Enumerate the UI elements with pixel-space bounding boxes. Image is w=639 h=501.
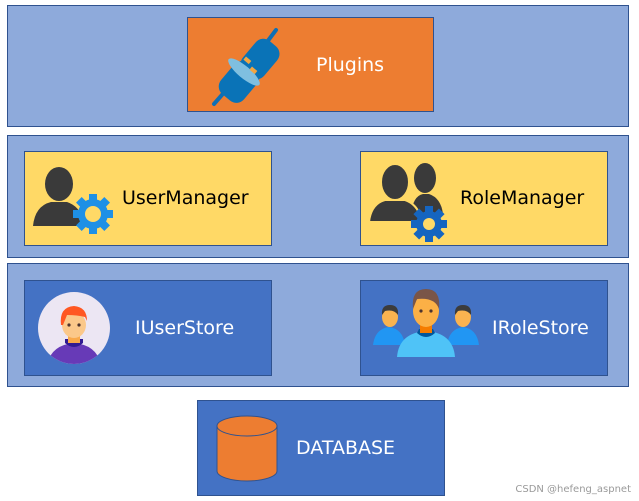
irolestore-label: IRoleStore — [492, 317, 589, 339]
irolestore-box: IRoleStore — [360, 280, 608, 376]
user-gear-icon — [33, 167, 113, 234]
rolemanager-label: RoleManager — [460, 187, 585, 209]
watermark: CSDN @hefeng_aspnet — [515, 484, 631, 495]
iuserstore-box: IUserStore — [24, 280, 272, 376]
usermanager-box: UserManager — [24, 151, 272, 246]
rolemanager-box: RoleManager — [360, 151, 608, 246]
users-gear-icon — [367, 163, 447, 242]
database-cylinder-icon — [216, 415, 278, 482]
group-icon — [373, 289, 479, 357]
database-label: DATABASE — [296, 437, 396, 459]
plug-icon — [212, 28, 280, 106]
user-avatar-icon — [38, 292, 110, 364]
plugins-label: Plugins — [316, 54, 385, 76]
iuserstore-label: IUserStore — [135, 317, 235, 339]
usermanager-label: UserManager — [122, 187, 249, 209]
plugins-box: Plugins — [187, 17, 434, 112]
database-box: DATABASE — [197, 400, 445, 496]
